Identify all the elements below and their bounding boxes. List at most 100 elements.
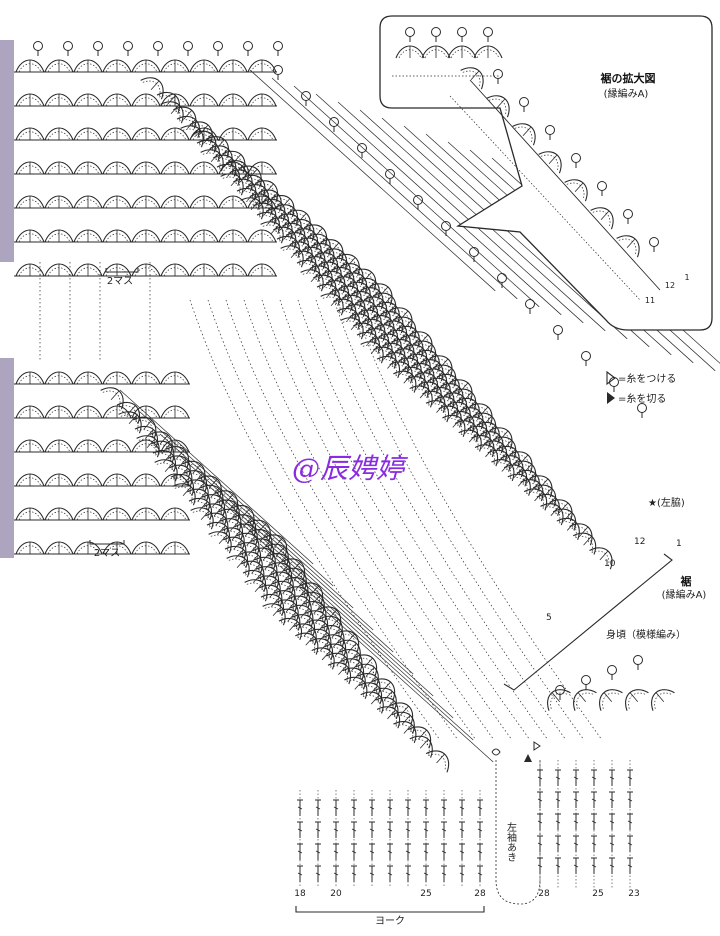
- stitch-arch: [247, 229, 277, 243]
- diag-arch: [499, 448, 530, 478]
- edge-picot: [441, 221, 451, 237]
- stitch-arch: [189, 195, 219, 209]
- stitch-arch: [44, 195, 74, 209]
- stitch-arch: [15, 59, 45, 73]
- stitch-arch: [102, 473, 132, 487]
- inset-diag-line: [469, 79, 661, 291]
- stitch-arch: [160, 507, 190, 521]
- hem-label: 裾: [681, 574, 692, 588]
- stitch-arch: [189, 59, 219, 73]
- stitch-arch: [15, 405, 45, 419]
- stitch-arch: [102, 161, 132, 175]
- diag-row-line: [337, 101, 584, 324]
- stitch-arch: [15, 127, 45, 141]
- yoke-arch: [592, 682, 623, 712]
- legend-attach: =糸をつける: [618, 373, 676, 385]
- diag-arch: [172, 100, 203, 130]
- two-mesh-label-lower: 2マス: [94, 548, 120, 559]
- stitch-arch: [131, 541, 161, 555]
- stitch-arch: [44, 93, 74, 107]
- hem-sub-label: (縁編みA): [662, 588, 707, 601]
- diag-row-line: [159, 433, 354, 609]
- two-mesh-brace: [105, 268, 139, 273]
- stitch-arch: [160, 161, 190, 175]
- yoke-picot: [581, 675, 591, 691]
- stitch-arch: [189, 161, 219, 175]
- stitch-arch: [160, 229, 190, 243]
- body-middle-grid: [14, 371, 190, 555]
- diag-arch: [516, 463, 547, 493]
- stitch-arch: [102, 229, 132, 243]
- stitch-arch: [160, 263, 190, 277]
- diag-arch: [568, 517, 599, 546]
- stitch-arch: [44, 127, 74, 141]
- stitch-arch: [73, 263, 103, 277]
- stitch-arch: [102, 371, 132, 385]
- stitch-arch: [73, 127, 103, 141]
- attach-mark: [533, 741, 541, 751]
- stitch-arch: [247, 59, 277, 73]
- row-1: 1: [676, 539, 682, 549]
- yoke-num-25: 25: [420, 889, 431, 899]
- sleeve-opening-outline: [495, 760, 541, 905]
- legend-cut: =糸を切る: [618, 393, 666, 405]
- body-label: 身頃（模様編み）: [606, 628, 686, 641]
- stitch-arch: [44, 473, 74, 487]
- yoke-picot: [607, 665, 617, 681]
- inset-subtitle: (縁編みA): [604, 87, 649, 100]
- edge-picot: [469, 247, 479, 263]
- stitch-arch: [102, 59, 132, 73]
- diag-arch: [100, 380, 131, 410]
- stitch-arch: [73, 59, 103, 73]
- stitch-arch: [189, 93, 219, 107]
- inset-callout: 裾の拡大図 (縁編みA) 11 12 1: [379, 15, 713, 331]
- diag-arch: [118, 404, 149, 434]
- diag-row-line: [279, 565, 474, 741]
- diag-row-line: [315, 93, 562, 316]
- stitch-arch: [160, 541, 190, 555]
- stitch-arch: [15, 195, 45, 209]
- stitch-arch: [218, 93, 248, 107]
- yoke-arch: [618, 682, 649, 712]
- picot-stitch: [63, 41, 73, 57]
- yoke-num-18: 18: [294, 889, 306, 899]
- stitch-arch: [15, 473, 45, 487]
- dotted-guide-lines: [39, 262, 603, 741]
- stitch-arch: [131, 473, 161, 487]
- stitch-arch: [73, 195, 103, 209]
- stitch-arch: [102, 127, 132, 141]
- heart-mark-left: [491, 748, 501, 756]
- inset-title: 裾の拡大図: [601, 71, 656, 85]
- body-bracket: [503, 553, 673, 691]
- picot-stitch: [93, 41, 103, 57]
- stitch-arch: [131, 59, 161, 73]
- inset-diag-chain: [449, 95, 641, 301]
- diag-arch: [539, 496, 570, 526]
- legend: =糸をつける =糸を切る: [606, 370, 676, 405]
- stitch-arch: [44, 263, 74, 277]
- stitch-arch: [15, 371, 45, 385]
- two-mesh-label-top: 2マス: [107, 276, 133, 287]
- stitch-arch: [44, 507, 74, 521]
- diag-row-line: [119, 389, 314, 565]
- inset-row-11: 11: [645, 296, 655, 305]
- diag-arch: [134, 419, 165, 449]
- row-10: 10: [604, 559, 616, 569]
- stitch-arch: [102, 439, 132, 453]
- yoke-picot: [633, 655, 643, 671]
- edge-picot: [329, 117, 339, 133]
- edge-picot: [637, 403, 647, 419]
- edge-picot: [553, 325, 563, 341]
- stitch-arch: [73, 507, 103, 521]
- stitch-arch: [247, 263, 277, 277]
- stitch-arch: [218, 263, 248, 277]
- diag-row-line: [199, 477, 394, 653]
- stitch-arch: [15, 161, 45, 175]
- stitch-arch: [247, 127, 277, 141]
- diag-arch: [392, 714, 423, 744]
- stitch-arch: [73, 439, 103, 453]
- stitch-arch: [44, 439, 74, 453]
- stitch-arch: [131, 507, 161, 521]
- diag-row-line: [139, 411, 334, 587]
